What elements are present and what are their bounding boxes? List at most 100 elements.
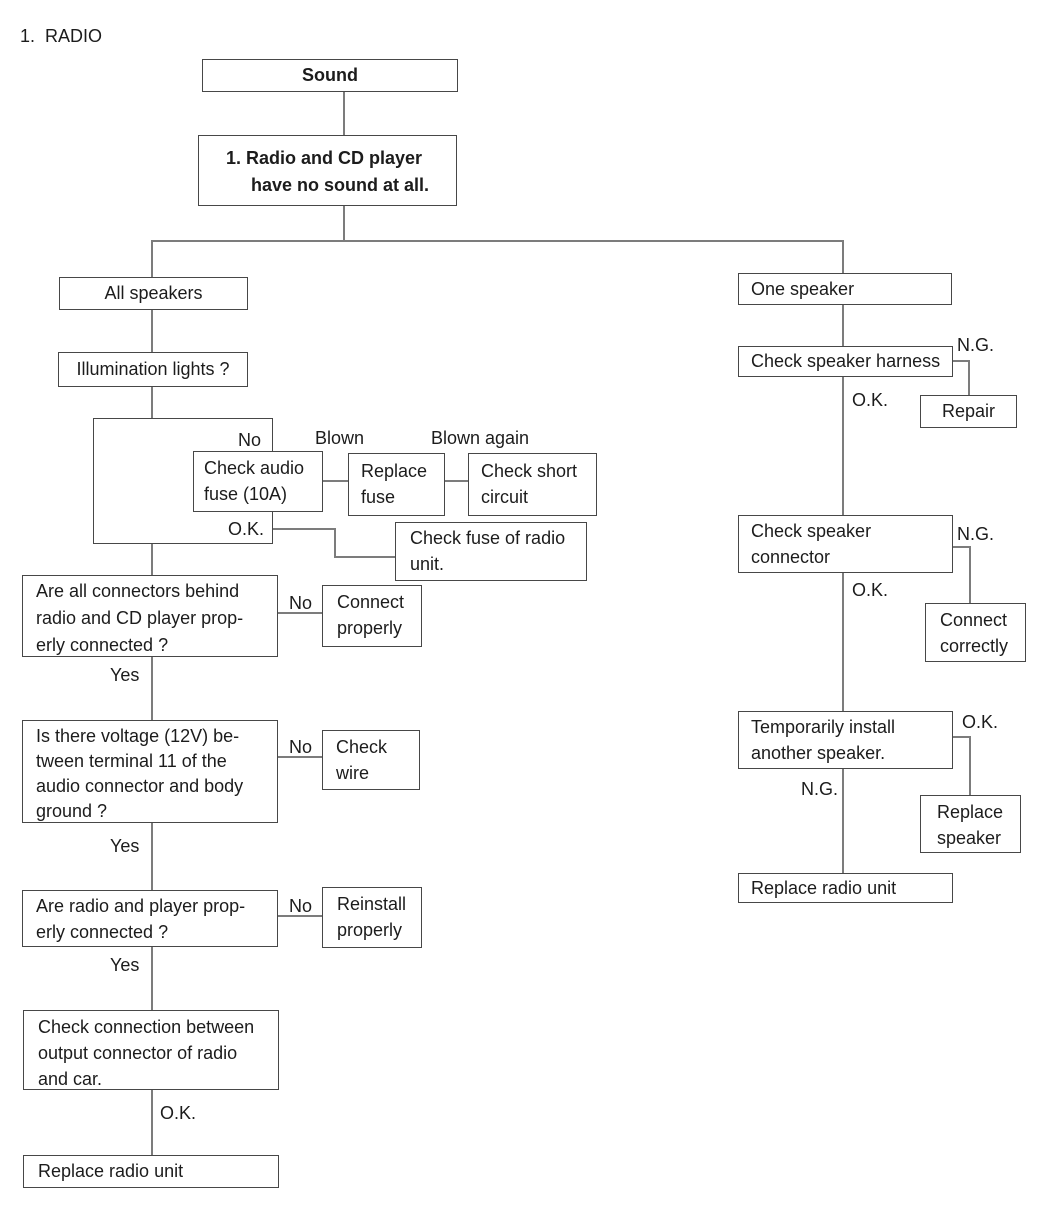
- edge-label-no: No: [289, 737, 313, 757]
- node-reinstall-properly: Reinstall properly: [322, 887, 422, 948]
- text-line: Connect: [940, 610, 1008, 630]
- text-line: and car.: [38, 1069, 103, 1089]
- node-connect-properly: Connect properly: [322, 585, 422, 647]
- text-line: another speaker.: [751, 743, 886, 763]
- edge-label-no: No: [289, 593, 313, 613]
- connector-line: [969, 736, 971, 795]
- connector-line: [278, 756, 322, 758]
- connector-line: [842, 305, 844, 346]
- edge-label-ok: O.K.: [852, 390, 889, 410]
- edge-label-no: No: [238, 430, 262, 450]
- node-label: Illumination lights ?: [76, 359, 230, 379]
- node-replace-fuse: Replace fuse: [348, 453, 445, 516]
- edge-label-yes: Yes: [110, 955, 140, 975]
- node-check-short-circuit: Check short circuit: [468, 453, 597, 516]
- edge-label-blown: Blown: [315, 428, 365, 448]
- node-sound: Sound: [202, 59, 458, 92]
- text-line: 1. Radio and CD player: [226, 148, 423, 168]
- edge-label-blown-again: Blown again: [431, 428, 530, 448]
- text-line: Check: [336, 737, 388, 757]
- text-line: output connector of radio: [38, 1043, 238, 1063]
- node-label: Replace radio unit: [38, 1161, 184, 1181]
- node-illumination-lights: Illumination lights ?: [58, 352, 248, 387]
- text-line: Check short: [481, 461, 578, 481]
- text-line: audio connector and body: [36, 776, 244, 796]
- text-line: circuit: [481, 487, 529, 507]
- node-temporarily-install-speaker: Temporarily install another speaker.: [738, 711, 953, 769]
- node-label: One speaker: [751, 278, 855, 299]
- node-voltage-question: Is there voltage (12V) be- tween termina…: [22, 720, 278, 823]
- connector-line: [323, 480, 348, 482]
- connector-line: [343, 92, 345, 135]
- text-line: ground ?: [36, 801, 108, 821]
- edge-label-ng: N.G.: [801, 779, 839, 799]
- connector-line: [151, 1090, 153, 1155]
- connector-line: [151, 823, 153, 890]
- node-problem-statement: 1. Radio and CD player have no sound at …: [198, 135, 457, 206]
- node-repair: Repair: [920, 395, 1017, 428]
- node-radio-player-question: Are radio and player prop- erly connecte…: [22, 890, 278, 947]
- edge-label-ok: O.K.: [160, 1103, 197, 1123]
- text-line: properly: [337, 618, 403, 638]
- connector-line: [951, 546, 971, 548]
- text-line: Replace: [937, 802, 1004, 822]
- text-line: tween terminal 11 of the: [36, 751, 227, 771]
- text-line: correctly: [940, 636, 1009, 656]
- connector-line: [334, 556, 395, 558]
- connector-line: [151, 240, 844, 242]
- node-label: Replace radio unit: [751, 877, 897, 898]
- text-line: Check speaker: [751, 521, 872, 541]
- node-check-speaker-connector: Check speaker connector: [738, 515, 953, 573]
- text-line: Reinstall: [337, 894, 407, 914]
- connector-line: [969, 546, 971, 603]
- connector-line: [968, 360, 970, 395]
- connector-line: [334, 528, 336, 558]
- connector-line: [951, 360, 970, 362]
- node-all-speakers: All speakers: [59, 277, 248, 310]
- connector-line: [273, 528, 336, 530]
- node-one-speaker: One speaker: [738, 273, 952, 305]
- text-line: Connect: [337, 592, 405, 612]
- connector-line: [151, 947, 153, 1010]
- node-check-fuse-radio-unit: Check fuse of radio unit.: [395, 522, 587, 581]
- edge-label-ok: O.K.: [852, 580, 889, 600]
- node-check-speaker-harness: Check speaker harness: [738, 346, 953, 377]
- edge-label-no: No: [289, 896, 313, 916]
- edge-label-ng: N.G.: [957, 335, 995, 355]
- text-line: wire: [336, 763, 370, 783]
- node-check-connection: Check connection between output connecto…: [23, 1010, 279, 1090]
- text-line: properly: [337, 920, 403, 940]
- node-label: Repair: [941, 401, 996, 421]
- node-replace-speaker: Replace speaker: [920, 795, 1021, 853]
- text-line: speaker: [937, 828, 1002, 848]
- page-title: 1. RADIO: [20, 26, 103, 46]
- node-label: All speakers: [104, 283, 203, 303]
- text-line: fuse (10A): [204, 484, 288, 504]
- text-line: Replace: [361, 461, 428, 481]
- node-replace-radio-unit-left: Replace radio unit: [23, 1155, 279, 1188]
- text-line: Check fuse of radio: [410, 528, 566, 548]
- node-check-wire: Check wire: [322, 730, 420, 790]
- text-line: have no sound at all.: [251, 175, 430, 195]
- text-line: Are radio and player prop-: [36, 896, 246, 916]
- text-line: fuse: [361, 487, 396, 507]
- text-line: connector: [751, 547, 831, 567]
- connector-line: [278, 612, 322, 614]
- text-line: Check audio: [204, 458, 305, 478]
- text-line: Is there voltage (12V) be-: [36, 726, 240, 746]
- text-line: Are all connectors behind: [36, 581, 240, 601]
- connector-line: [151, 657, 153, 720]
- connector-line: [151, 544, 153, 575]
- edge-label-yes: Yes: [110, 665, 140, 685]
- connector-line: [151, 240, 153, 277]
- edge-label-yes: Yes: [110, 836, 140, 856]
- connector-line: [842, 240, 844, 273]
- connector-line: [842, 769, 844, 873]
- connector-line: [151, 310, 153, 352]
- text-line: Temporarily install: [751, 717, 896, 737]
- text-line: erly connected ?: [36, 635, 169, 655]
- node-connectors-question: Are all connectors behind radio and CD p…: [22, 575, 278, 657]
- connector-line: [278, 915, 322, 917]
- text-line: erly connected ?: [36, 922, 169, 942]
